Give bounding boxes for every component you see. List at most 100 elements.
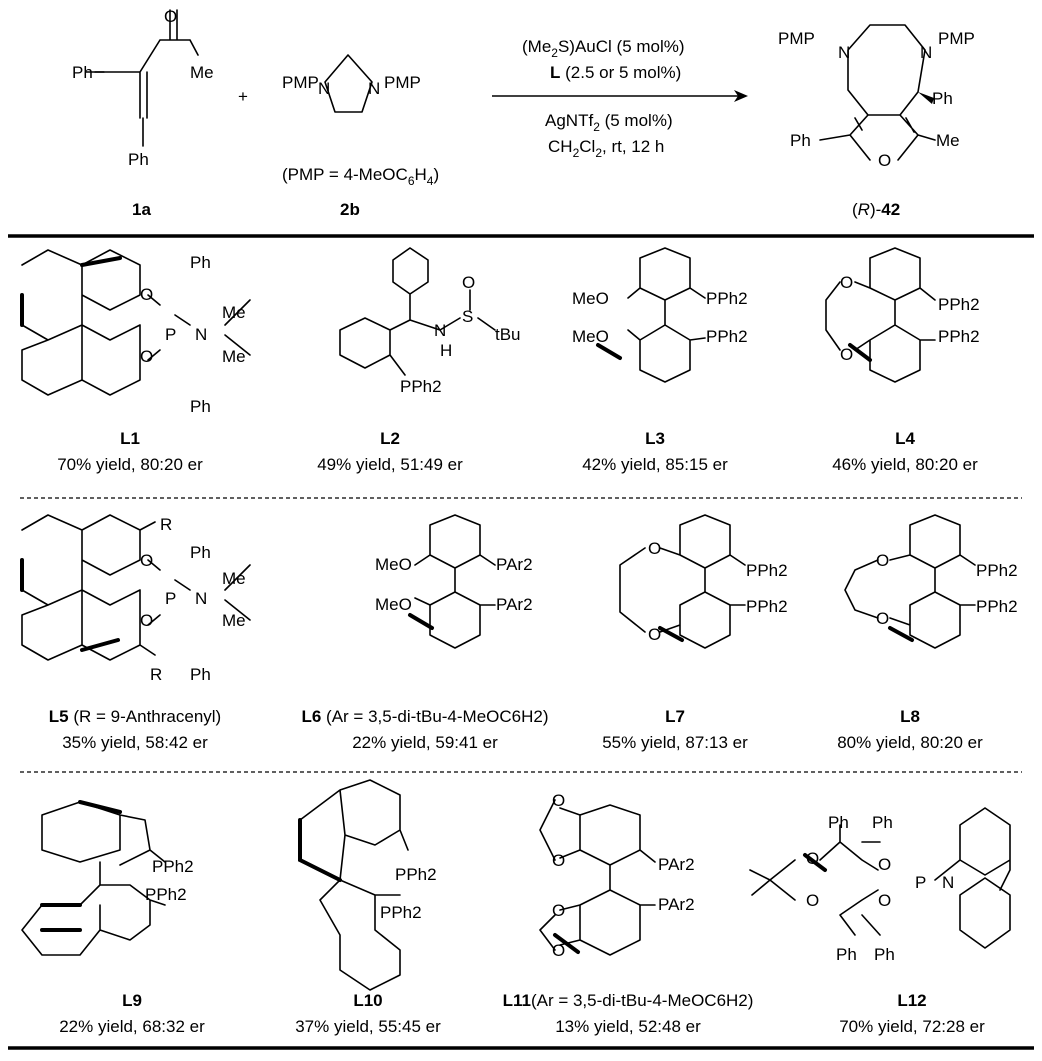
reactant-1a: Ph O Me Ph 1a (72, 7, 214, 219)
ligand-L10-caption: L10 37% yield, 55:45 er (295, 991, 441, 1036)
svg-text:O: O (878, 151, 891, 170)
svg-text:MeO: MeO (572, 289, 609, 308)
svg-text:L (2.5 or 5 mol%): L (2.5 or 5 mol%) (550, 63, 681, 82)
ligand-L11-caption: L11(Ar = 3,5-di-tBu-4-MeOC6H2) 13% yield… (503, 991, 754, 1036)
ligand-L6-structure: MeO MeO PAr2 PAr2 (375, 514, 533, 649)
svg-text:(Me2S)AuCl (5 mol%): (Me2S)AuCl (5 mol%) (522, 37, 685, 60)
svg-text:PPh2: PPh2 (400, 377, 442, 396)
svg-text:22% yield, 59:41 er: 22% yield, 59:41 er (352, 733, 498, 752)
ligand-L2-caption: L2 49% yield, 51:49 er (317, 429, 463, 474)
svg-text:Me: Me (222, 611, 246, 630)
svg-text:MeO: MeO (375, 595, 412, 614)
svg-text:PPh2: PPh2 (746, 561, 788, 580)
atom-pmp: PMP (282, 73, 319, 92)
ligand-L7-caption: L7 55% yield, 87:13 er (602, 707, 748, 752)
atom-pmp: PMP (384, 73, 421, 92)
svg-text:Ph: Ph (828, 813, 849, 832)
ligand-L3-caption: L3 42% yield, 85:15 er (582, 429, 728, 474)
svg-text:L9: L9 (122, 991, 142, 1010)
svg-text:L11(Ar = 3,5-di-tBu-4-MeOC6H2): L11(Ar = 3,5-di-tBu-4-MeOC6H2) (503, 991, 754, 1010)
ligand-L8-caption: L8 80% yield, 80:20 er (837, 707, 983, 752)
svg-text:P: P (165, 325, 176, 344)
atom-ph: Ph (72, 63, 93, 82)
pmp-definition: (PMP = 4-MeOC6H4) (282, 165, 439, 188)
ligand-L9-caption: L9 22% yield, 68:32 er (59, 991, 205, 1036)
svg-text:PPh2: PPh2 (976, 597, 1018, 616)
svg-text:O: O (806, 849, 819, 868)
ligand-L5-caption: L5 (R = 9-Anthracenyl) 35% yield, 58:42 … (49, 707, 221, 752)
svg-text:N: N (942, 873, 954, 892)
svg-text:37% yield, 55:45 er: 37% yield, 55:45 er (295, 1017, 441, 1036)
svg-text:Ph: Ph (190, 543, 211, 562)
ligand-L12-caption: L12 70% yield, 72:28 er (839, 991, 985, 1036)
svg-text:O: O (840, 273, 853, 292)
svg-text:O: O (140, 347, 153, 366)
ligand-L2-structure: O S tBu N H PPh2 (339, 247, 521, 396)
svg-text:O: O (552, 901, 565, 920)
svg-text:PPh2: PPh2 (706, 327, 748, 346)
svg-text:O: O (140, 611, 153, 630)
ligand-L8-structure: O O PPh2 PPh2 (844, 514, 1018, 649)
svg-text:PPh2: PPh2 (145, 885, 187, 904)
svg-text:MeO: MeO (375, 555, 412, 574)
ligand-L7-structure: O O PPh2 PPh2 (619, 514, 788, 649)
svg-text:L2: L2 (380, 429, 400, 448)
svg-text:PAr2: PAr2 (496, 595, 533, 614)
svg-text:Me: Me (222, 569, 246, 588)
svg-text:N: N (434, 321, 446, 340)
svg-text:O: O (552, 851, 565, 870)
svg-text:Ph: Ph (872, 813, 893, 832)
ligand-L3-structure: MeO MeO PPh2 PPh2 (572, 247, 748, 383)
svg-text:O: O (552, 941, 565, 960)
svg-text:Ph: Ph (836, 945, 857, 964)
svg-text:MeO: MeO (572, 327, 609, 346)
svg-text:O: O (140, 551, 153, 570)
compound-label-2b: 2b (340, 200, 360, 219)
svg-text:O: O (552, 791, 565, 810)
svg-text:O: O (840, 345, 853, 364)
svg-text:O: O (806, 891, 819, 910)
svg-text:L7: L7 (665, 707, 685, 726)
svg-text:Ph: Ph (190, 253, 211, 272)
svg-text:L8: L8 (900, 707, 920, 726)
ligand-L4-structure: O O PPh2 PPh2 (825, 247, 980, 383)
svg-text:Ph: Ph (190, 665, 211, 684)
svg-text:70% yield, 72:28 er: 70% yield, 72:28 er (839, 1017, 985, 1036)
svg-text:tBu: tBu (495, 325, 521, 344)
reaction-arrow (492, 90, 748, 102)
svg-text:L1: L1 (120, 429, 140, 448)
svg-text:PPh2: PPh2 (706, 289, 748, 308)
svg-text:PMP: PMP (938, 29, 975, 48)
svg-text:N: N (195, 589, 207, 608)
svg-text:55% yield, 87:13 er: 55% yield, 87:13 er (602, 733, 748, 752)
atom-me: Me (190, 63, 214, 82)
svg-text:PPh2: PPh2 (976, 561, 1018, 580)
svg-text:80% yield, 80:20 er: 80% yield, 80:20 er (837, 733, 983, 752)
ligand-L12-structure: Ph Ph O O O O P N Ph Ph (749, 807, 1011, 964)
svg-text:O: O (140, 285, 153, 304)
svg-text:PPh2: PPh2 (938, 327, 980, 346)
ligand-L5-structure: R R Ph Me O P N O Me Ph (20, 514, 251, 684)
svg-text:L3: L3 (645, 429, 665, 448)
svg-text:Me: Me (222, 303, 246, 322)
svg-text:PPh2: PPh2 (152, 857, 194, 876)
svg-text:Ph: Ph (790, 131, 811, 150)
compound-label-1a: 1a (132, 200, 151, 219)
svg-text:35% yield, 58:42 er: 35% yield, 58:42 er (62, 733, 208, 752)
svg-text:R: R (150, 665, 162, 684)
ligand-L9-structure: PPh2 PPh2 (21, 800, 194, 956)
svg-text:P: P (165, 589, 176, 608)
svg-text:PPh2: PPh2 (746, 597, 788, 616)
svg-text:R: R (160, 515, 172, 534)
svg-text:L10: L10 (353, 991, 382, 1010)
svg-text:O: O (876, 609, 889, 628)
ligand-L11-structure: O O O O PAr2 PAr2 (539, 791, 695, 960)
ligand-L10-structure: PPh2 PPh2 (298, 779, 437, 991)
svg-text:Ph: Ph (190, 397, 211, 416)
svg-text:O: O (648, 539, 661, 558)
svg-text:PPh2: PPh2 (395, 865, 437, 884)
svg-text:Ph: Ph (932, 89, 953, 108)
svg-text:L6 (Ar = 3,5-di-tBu-4-MeOC6H2): L6 (Ar = 3,5-di-tBu-4-MeOC6H2) (301, 707, 548, 726)
svg-text:L5 (R = 9-Anthracenyl): L5 (R = 9-Anthracenyl) (49, 707, 221, 726)
svg-text:O: O (876, 551, 889, 570)
